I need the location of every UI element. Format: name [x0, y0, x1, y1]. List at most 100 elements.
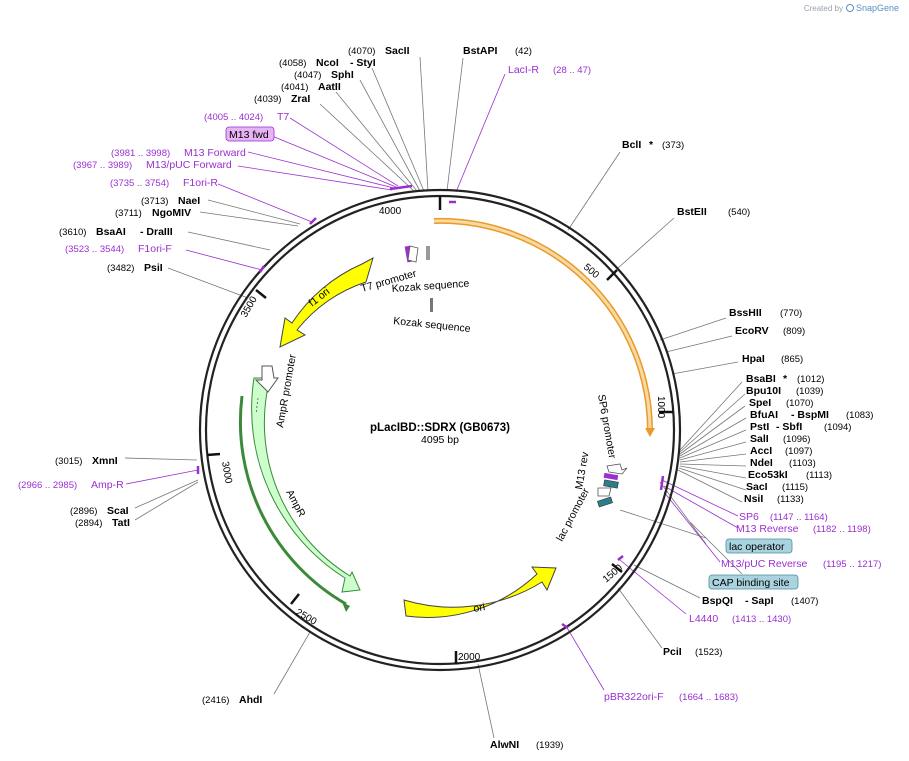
primer-range: (2966 .. 2985) — [18, 480, 77, 491]
site-pos: (3610) — [59, 227, 86, 238]
primer-range: (3967 .. 3989) — [73, 160, 132, 171]
box-name-cap-binding-site: CAP binding site — [712, 577, 790, 589]
primer-name-m13-reverse: M13 Reverse — [736, 523, 799, 535]
kozak-mark-2 — [430, 298, 433, 312]
site-pos: (865) — [781, 354, 803, 365]
site-name-nsii: NsiI — [744, 493, 763, 505]
ampr-outer-line — [238, 395, 347, 606]
primer-name-m13-fwd: M13 fwd — [229, 129, 269, 141]
site-pos: (42) — [515, 46, 532, 57]
site-pos: (3015) — [55, 456, 82, 467]
primer-range: (3523 .. 3544) — [65, 244, 124, 255]
site-name-sacii: SacII — [385, 45, 410, 57]
m13-rev-mark — [603, 472, 619, 481]
site-name-ecorv: EcoRV — [735, 325, 769, 337]
site-pos: (4058) — [279, 58, 306, 69]
site-pos: (1939) — [536, 740, 563, 751]
site-name-bfuai: BfuAI — [750, 409, 778, 421]
site-name-bpu10i: Bpu10I — [746, 385, 781, 397]
lac-operator-mark — [603, 479, 619, 489]
lac-operator-box — [725, 538, 793, 554]
primer-name-pbr322ori-f: pBR322ori-F — [604, 691, 664, 703]
site-name-zrai: ZraI — [291, 93, 310, 105]
primer-name-laci-r: LacI-R — [508, 64, 539, 76]
sp6-promoter-feature — [606, 463, 628, 475]
site-name-xmni: XmnI — [92, 455, 118, 467]
tick-3000: 3000 — [219, 461, 234, 485]
primer-name-t7: T7 — [277, 111, 289, 123]
site-pos: (1012) — [797, 374, 824, 385]
site-pos: (3482) — [107, 263, 134, 274]
restriction-sites: (4070) SacII (4058) NcoI - StyI (4047) S… — [55, 45, 873, 751]
box-name-lac-operator: lac operator — [729, 541, 785, 553]
ampr-promoter-feature — [254, 365, 279, 393]
site-extra-styi: - StyI — [350, 57, 376, 69]
site-pos: (1523) — [695, 647, 722, 658]
ori-feature — [403, 566, 557, 618]
ampr-feature — [251, 377, 361, 593]
primer-labels: LacI-R (28 .. 47) (4005 .. 4024) T7 M13 … — [18, 64, 881, 703]
site-name-acci: AccI — [750, 445, 772, 457]
primer-name-m13-forward: M13 Forward — [184, 147, 246, 159]
site-name-ahdi: AhdI — [239, 694, 262, 706]
site-name-naei: NaeI — [178, 195, 200, 207]
primer-name-sp6: SP6 — [739, 511, 759, 523]
primer-name-m13-puc-reverse: M13/pUC Reverse — [721, 558, 808, 570]
site-name-bsabi: BsaBI — [746, 373, 776, 385]
lac-promoter-label: lac promoter — [554, 486, 592, 544]
tick-3500: 3500 — [239, 294, 260, 319]
sp6-promoter-label: SP6 promoter — [595, 393, 618, 459]
tick-2500: 2500 — [294, 607, 319, 628]
lac-promoter-feature — [597, 487, 612, 497]
kozak-mark-1 — [426, 246, 430, 260]
site-name-hpai: HpaI — [742, 353, 765, 365]
cap-binding-site-box — [708, 574, 799, 590]
site-pos: (4070) — [348, 46, 375, 57]
insert-arrow-head — [645, 428, 655, 437]
site-name-bspqi: BspQI — [702, 595, 733, 607]
site-pos: (1133) — [777, 494, 804, 505]
site-name-psti: PstI — [750, 421, 769, 433]
site-pos: (540) — [728, 207, 750, 218]
credit-prefix: Created by — [803, 4, 843, 13]
primer-range: (4005 .. 4024) — [204, 112, 263, 123]
site-name-scai: ScaI — [107, 505, 129, 517]
f1-ori-feature — [279, 256, 374, 348]
site-name-spei: SpeI — [749, 397, 771, 409]
site-pos: (2894) — [75, 518, 102, 529]
snapgene-credit: Created by SnapGene — [804, 3, 899, 13]
site-star: * — [783, 373, 788, 385]
site-pos: (1407) — [791, 596, 818, 607]
leader-lines — [124, 56, 747, 739]
credit-brand: SnapGene — [855, 3, 899, 13]
site-pos: (3713) — [141, 196, 168, 207]
site-name-alwni: AlwNI — [490, 739, 519, 751]
site-pos: (373) — [662, 140, 684, 151]
site-name-psii: PsiI — [144, 262, 163, 274]
site-name-pcii: PciI — [663, 646, 682, 658]
site-pos: (4047) — [294, 70, 321, 81]
primer-range: (1664 .. 1683) — [679, 692, 738, 703]
t7-promoter-feature — [407, 245, 419, 263]
primer-range: (1413 .. 1430) — [732, 614, 791, 625]
primer-name-amp-r: Amp-R — [91, 479, 124, 491]
site-name-aatii: AatII — [318, 81, 341, 93]
ampr-promoter-label: AmpR promoter — [274, 353, 299, 429]
site-name-sphi: SphI — [331, 69, 354, 81]
plasmid-length: 4095 bp — [421, 434, 459, 446]
m13-rev-label: M13 rev — [573, 450, 592, 490]
site-name-tati: TatI — [112, 517, 130, 529]
site-extra-sbfi: - SbfI — [776, 421, 802, 433]
site-pos: (4039) — [254, 94, 281, 105]
site-pos: (2896) — [70, 506, 97, 517]
kozak-label-2: Kozak sequence — [393, 315, 472, 335]
ampr-promoter-connector — [255, 397, 259, 415]
site-pos: (1113) — [806, 470, 832, 481]
site-extra-draiii: - DraIII — [140, 226, 173, 238]
tick-2000: 2000 — [458, 652, 481, 663]
cap-site-mark — [597, 496, 613, 508]
ori-label: ori — [472, 601, 486, 615]
primer-name-m13-puc-forward: M13/pUC Forward — [146, 159, 232, 171]
site-name-bstapi: BstAPI — [463, 45, 498, 57]
